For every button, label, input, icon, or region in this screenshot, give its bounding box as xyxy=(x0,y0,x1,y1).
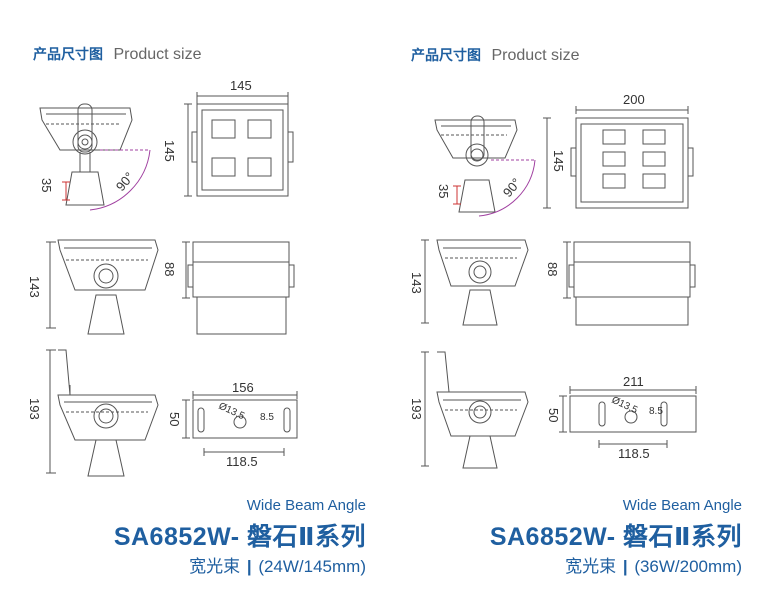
heading-cn: 产品尺寸图 xyxy=(33,46,103,62)
side-view-bottom xyxy=(421,351,529,469)
spec-line: 宽光束 | (24W/145mm) xyxy=(189,552,366,577)
spec-cn: 宽光束 xyxy=(565,557,617,576)
dim-side-depth: 35 xyxy=(39,178,54,192)
dim-bot-height: 50 xyxy=(546,408,561,422)
heading-en: Product size xyxy=(491,47,580,64)
dim-mid-left: 143 xyxy=(409,272,424,294)
beam-label: Wide Beam Angle xyxy=(622,497,742,514)
spec-line: 宽光束 | (36W/200mm) xyxy=(565,552,742,577)
heading-cn: 产品尺寸图 xyxy=(411,47,481,63)
spec-value: (24W/145mm) xyxy=(258,557,366,576)
front-view-middle xyxy=(182,241,295,335)
dimension-drawing: 200 145 35 90° 143 88 193 211 50 Ø13.5 8… xyxy=(409,92,697,469)
front-view-middle xyxy=(563,241,696,326)
spec-separator: | xyxy=(622,557,628,576)
dim-bot-height: 50 xyxy=(167,412,182,426)
side-view-top xyxy=(39,103,151,211)
dim-mid-left: 143 xyxy=(27,276,42,298)
model-title: SA6852W- 磐石Ⅱ系列 xyxy=(113,523,366,551)
model-title: SA6852W- 磐石Ⅱ系列 xyxy=(489,523,742,551)
dim-mid-right: 88 xyxy=(162,262,177,276)
side-view-bottom xyxy=(46,349,159,477)
dim-slot: 8.5 xyxy=(260,412,274,423)
dim-slot: 8.5 xyxy=(649,406,663,417)
dim-side-depth: 35 xyxy=(436,184,451,198)
bottom-view-bracket xyxy=(182,391,298,456)
product-panel-36w: 产品尺寸图 Product size xyxy=(387,0,774,607)
dim-hole: Ø13.5 xyxy=(217,401,247,423)
heading-en: Product size xyxy=(113,46,202,63)
dim-hole: Ø13.5 xyxy=(610,395,640,417)
dim-top-width: 145 xyxy=(230,78,252,93)
beam-label: Wide Beam Angle xyxy=(246,497,366,514)
section-heading: 产品尺寸图 Product size xyxy=(33,44,202,64)
side-view-middle xyxy=(421,239,529,326)
product-panel-24w: 产品尺寸图 Product size xyxy=(27,44,366,577)
spec-separator: | xyxy=(246,557,252,576)
dim-angle: 90° xyxy=(500,175,524,200)
side-view-middle xyxy=(46,239,159,335)
spec-cn: 宽光束 xyxy=(189,557,241,576)
dim-top-width: 200 xyxy=(623,92,645,107)
dim-top-height: 145 xyxy=(162,140,177,162)
dim-bot-inner: 118.5 xyxy=(618,446,650,461)
dim-bot-width: 156 xyxy=(232,380,254,395)
dim-angle: 90° xyxy=(113,169,137,194)
dim-bot-left: 193 xyxy=(27,398,42,420)
dim-top-height: 145 xyxy=(551,150,566,172)
dim-bot-width: 211 xyxy=(623,374,644,389)
dim-mid-right: 88 xyxy=(545,262,560,276)
dimension-drawing: 145 145 35 90° 143 88 193 156 50 Ø13.5 8… xyxy=(27,78,298,477)
bottom-view-bracket xyxy=(559,386,697,448)
side-view-top xyxy=(434,115,536,217)
front-view-top xyxy=(543,106,694,209)
dim-bot-inner: 118.5 xyxy=(226,454,258,469)
section-heading: 产品尺寸图 Product size xyxy=(411,45,580,65)
spec-value: (36W/200mm) xyxy=(634,557,742,576)
front-view-top xyxy=(184,92,294,197)
dim-bot-left: 193 xyxy=(409,398,424,420)
